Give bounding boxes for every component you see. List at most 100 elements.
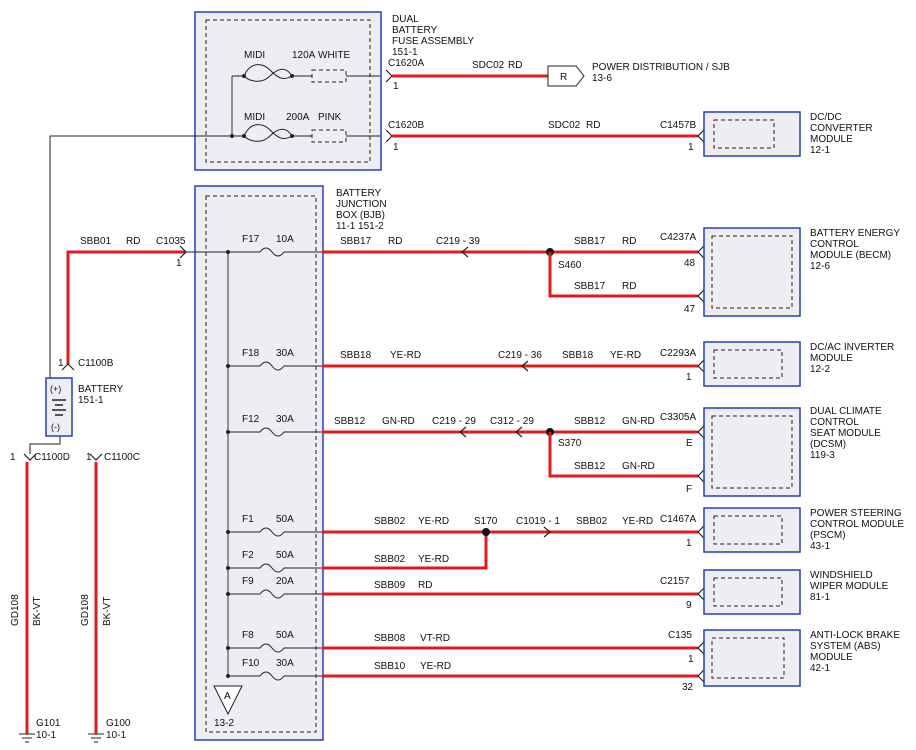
sbb02-f1-color: YE-RD xyxy=(418,516,449,527)
bjb-page-ref: 13-2 xyxy=(214,718,234,729)
c1100b-connector-arrow xyxy=(61,363,75,371)
c312-29-connector-arrow xyxy=(515,426,523,438)
sbb17-wire-branch xyxy=(548,252,698,298)
c1019-1-connector-arrow xyxy=(543,526,551,538)
sbb08-color: VT-RD xyxy=(420,633,450,644)
sbb17-branch-color-upper: RD xyxy=(622,236,636,247)
ground-right: 1 C1100C GD108 BK-VT G100 10-1 xyxy=(80,452,140,743)
sbb17-branch-circuit-upper: SBB17 xyxy=(574,236,606,247)
pscm-title-1: POWER STEERING xyxy=(810,508,902,519)
becm-ref: 12-6 xyxy=(810,261,830,272)
fuse-f17-symbol xyxy=(228,247,322,257)
sbb09-color: RD xyxy=(418,580,432,591)
bjb-ref: 11-1 151-2 xyxy=(336,221,384,232)
becm-title-1: BATTERY ENERGY xyxy=(810,228,900,239)
c1467a-connector-arrow xyxy=(697,525,705,539)
circuit-c1620a: C1620A 1 SDC02 RD R POWER DISTRIBUTION /… xyxy=(385,58,730,92)
sbb02-right-circuit: SBB02 xyxy=(576,516,608,527)
c219-39-label: C219 - 39 xyxy=(436,236,480,247)
dcsm-panel xyxy=(703,407,801,497)
midi-120-label: MIDI xyxy=(244,50,265,61)
sbb17-circuit: SBB17 xyxy=(340,236,372,247)
sbb12-circuit: SBB12 xyxy=(334,416,366,427)
dcsm-dashed-outline xyxy=(711,415,793,489)
dcac-panel xyxy=(703,341,801,387)
pscm-title-2: CONTROL MODULE xyxy=(810,519,904,530)
c1620a-connector-label: C1620A xyxy=(388,58,424,69)
midi-120-fuse-symbol xyxy=(243,64,293,82)
fuse-f10: F10 30A xyxy=(226,658,322,681)
pscm-title-3: (PSCM) xyxy=(810,530,846,541)
battery-plus-terminal: (+) xyxy=(50,384,61,394)
sbb12-branch-circuit-lower: SBB12 xyxy=(574,461,606,472)
bjb-dashed-outline xyxy=(205,195,317,733)
fuse-f10-amp: 30A xyxy=(276,658,294,669)
s460-label: S460 xyxy=(558,260,582,271)
c1019-1-label: C1019 - 1 xyxy=(516,516,560,527)
c2293a-connector-label: C2293A xyxy=(660,348,696,359)
dcac-title-1: DC/AC INVERTER xyxy=(810,342,894,353)
fuse-f1-amp: 50A xyxy=(276,514,294,525)
fuse-f18-symbol xyxy=(228,361,322,371)
abs-module: ANTI-LOCK BRAKE SYSTEM (ABS) MODULE 42-1 xyxy=(703,629,900,687)
sbb10-color: YE-RD xyxy=(420,661,451,672)
dcac-title-2: MODULE xyxy=(810,353,853,364)
battery-junction-box: BATTERY JUNCTION BOX (BJB) 11-1 151-2 A … xyxy=(194,185,387,741)
c135-connector-label: C135 xyxy=(668,630,692,641)
wiper-panel xyxy=(703,569,801,615)
midi-200-fuse-symbol xyxy=(243,124,293,142)
fuse-f12-amp: 30A xyxy=(276,414,294,425)
fuse-assembly-panel xyxy=(194,11,382,171)
c1620a-dest-page: 13-6 xyxy=(592,73,612,84)
sbb12-branch-color-lower: GN-RD xyxy=(622,461,655,472)
c1620a-dest-flag xyxy=(547,65,585,87)
c3305a-pin-f: F xyxy=(686,484,692,495)
g100-page: 10-1 xyxy=(106,730,126,741)
battery-label: BATTERY xyxy=(78,384,124,395)
sbb12-branch-color-upper: GN-RD xyxy=(622,416,655,427)
pscm-ref: 43-1 xyxy=(810,541,830,552)
fuse-f8-amp: 50A xyxy=(276,630,294,641)
sbb01-wire xyxy=(66,250,186,364)
circuit-sbb17: SBB17 RD C219 - 39 S460 SBB17 RD SBB17 R… xyxy=(322,232,707,315)
c2293a-pin: 1 xyxy=(686,372,692,383)
fuse-f1-symbol xyxy=(228,527,322,537)
dcsm-module: DUAL CLIMATE CONTROL SEAT MODULE (DCSM) … xyxy=(703,406,882,497)
dcsm-ref: 119-3 xyxy=(810,450,835,461)
c1035-pin: 1 xyxy=(176,258,182,269)
fuse-f18-amp: 30A xyxy=(276,348,294,359)
fuse-f1: F1 50A xyxy=(226,514,322,537)
gd108-right-circuit: GD108 xyxy=(80,594,91,626)
abs-title-3: MODULE xyxy=(810,652,853,663)
sbb01-color: RD xyxy=(126,236,140,247)
fuse-f9-id: F9 xyxy=(242,576,254,587)
c1457b-connector-label: C1457B xyxy=(660,120,696,131)
fuse-f9: F9 20A xyxy=(226,576,322,599)
c1457b-pin: 1 xyxy=(688,142,694,153)
c1620b-circuit: SDC02 xyxy=(548,120,581,131)
fuse-f1-id: F1 xyxy=(242,514,254,525)
sbb12-color: GN-RD xyxy=(382,416,415,427)
dcdc-dashed-outline xyxy=(713,119,775,149)
sbb18-circuit: SBB18 xyxy=(340,350,372,361)
fuse-f2-symbol xyxy=(228,563,322,573)
c219-36-connector-arrow xyxy=(521,360,529,372)
fuse-f2-amp: 50A xyxy=(276,550,294,561)
sbb01-circuit: SBB01 xyxy=(80,236,112,247)
fuse-assembly-title-1: DUAL xyxy=(392,14,419,25)
c1620b-connector-label: C1620B xyxy=(388,120,424,131)
c3305a-pin-e-arrow xyxy=(697,425,705,439)
dcsm-title-3: SEAT MODULE xyxy=(810,428,881,439)
c4237a-connector-label: C4237A xyxy=(660,232,696,243)
c1620b-pin: 1 xyxy=(393,142,399,153)
c1620a-destination: POWER DISTRIBUTION / SJB xyxy=(592,62,730,73)
circuit-sbb08-sbb10: SBB08 VT-RD SBB10 YE-RD C135 1 32 xyxy=(322,630,707,693)
fuse-f18: F18 30A xyxy=(226,348,322,371)
sbb02-f1-circuit: SBB02 xyxy=(374,516,406,527)
c2157-pin: 9 xyxy=(686,600,692,611)
c1620a-flag-letter: R xyxy=(560,72,567,83)
c135-pin-32: 32 xyxy=(682,682,694,693)
fuse-f17-amp: 10A xyxy=(276,234,294,245)
dcdc-ref: 12-1 xyxy=(810,145,830,156)
fuse-f10-symbol xyxy=(228,671,322,681)
